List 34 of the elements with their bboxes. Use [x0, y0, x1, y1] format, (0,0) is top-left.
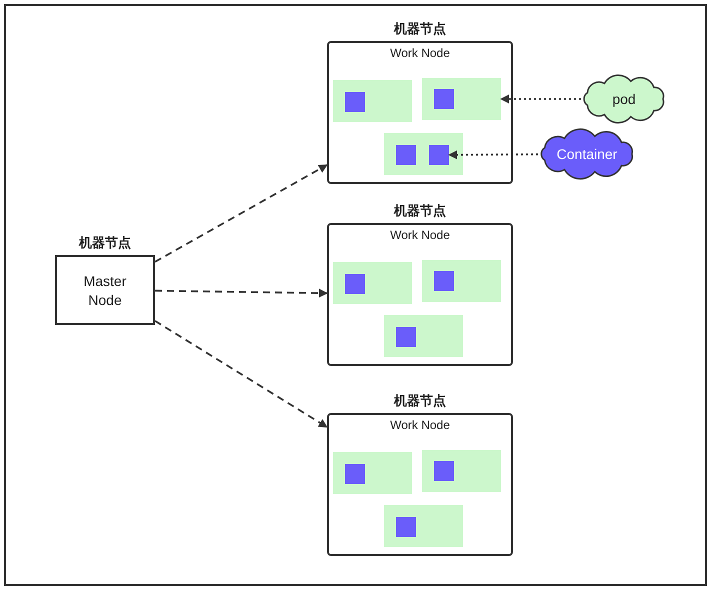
node-heading: 机器节点 — [392, 20, 447, 38]
pod-box — [422, 78, 501, 120]
container-square — [429, 145, 449, 165]
pod-box — [384, 315, 463, 357]
container-square — [396, 145, 416, 165]
node-label: Work Node — [389, 228, 451, 242]
cloud-label: pod — [611, 90, 637, 108]
arrow — [154, 288, 328, 298]
arrow — [154, 320, 328, 428]
node-heading: 机器节点 — [78, 234, 132, 252]
container-square — [345, 92, 365, 112]
pod-box — [422, 260, 501, 302]
container-square — [396, 517, 416, 537]
container-square — [396, 327, 416, 347]
pod-box — [333, 452, 412, 494]
pod-box — [333, 80, 412, 122]
cloud-label: Container — [556, 145, 618, 163]
pod-box — [333, 262, 412, 304]
container-square — [434, 89, 454, 109]
container-square — [345, 274, 365, 294]
container-square — [434, 461, 454, 481]
node-label: Work Node — [389, 418, 451, 432]
node-heading: 机器节点 — [392, 392, 447, 410]
arrow — [500, 94, 581, 104]
container-square — [434, 271, 454, 291]
node-label: Work Node — [389, 46, 451, 60]
container-square — [345, 464, 365, 484]
arrow — [154, 164, 328, 263]
pod-box — [422, 450, 501, 492]
pod-box — [384, 505, 463, 547]
node-label: Master Node — [82, 272, 128, 310]
arrow — [448, 150, 538, 160]
pod-box — [384, 133, 463, 175]
node-heading: 机器节点 — [392, 202, 447, 220]
